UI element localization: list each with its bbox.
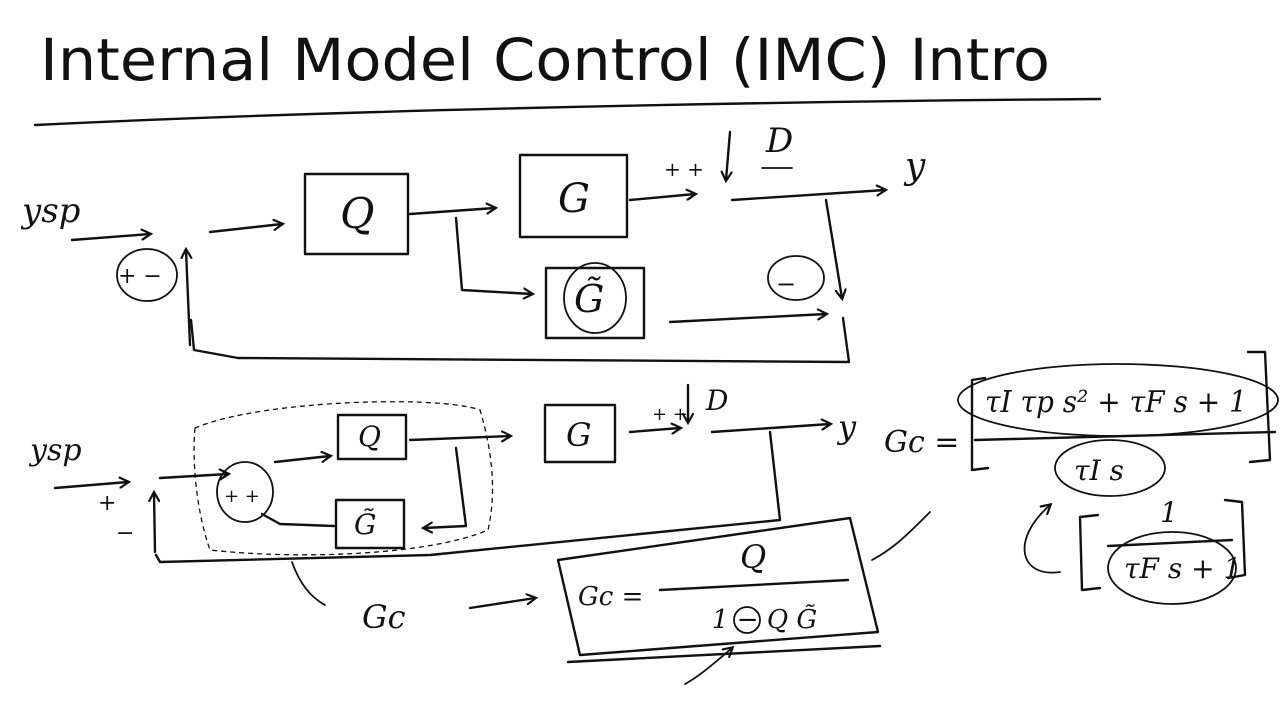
bottom-inner-sum-signs: + +: [224, 486, 260, 507]
bottom-sum-to-q-arrow: [273, 456, 330, 464]
filter-denominator-ellipse: [1107, 531, 1237, 605]
top-q-label: Q: [340, 189, 374, 238]
filter-left-bracket: [1078, 513, 1102, 592]
bottom-setpoint-label: ysp: [28, 433, 82, 468]
top-q-block: [303, 172, 410, 256]
gc-minus-pointer: [684, 648, 732, 685]
top-model-block: [544, 266, 646, 340]
page-title: Internal Model Control (IMC) Intro: [40, 26, 1050, 94]
bottom-model-to-sum: [260, 512, 336, 528]
top-process-label: G: [558, 176, 590, 222]
bottom-g-to-sum-arrow: [628, 428, 680, 432]
filter-fraction-bar: [1106, 538, 1234, 548]
rhs-numerator: τI τp s² + τF s + 1: [985, 385, 1247, 420]
top-g-to-sum-arrow: [628, 194, 695, 202]
bottom-feedback-up-arrow: [154, 493, 155, 554]
bottom-disturbance-label: D: [705, 384, 728, 417]
top-output-label: y: [903, 146, 926, 187]
gc-numerator: Q: [740, 538, 766, 576]
rhs-left-bracket: [970, 376, 990, 472]
imc-dashed-boundary: [193, 401, 494, 556]
bottom-feedback-loop: [154, 430, 782, 564]
top-sum-signs: + −: [118, 264, 162, 289]
bottom-q-block: [336, 413, 408, 461]
title-underline: [33, 97, 1102, 127]
filter-denominator: τF s + 1: [1124, 552, 1241, 585]
bottom-output-arrow: [710, 424, 830, 434]
top-feedback-up-arrow: [186, 250, 190, 347]
top-process-block: [518, 153, 629, 239]
bottom-disturbance-signs: + +: [652, 404, 688, 425]
gc-to-equation-arrow: [468, 598, 535, 610]
rhs-lhs: Gc =: [884, 425, 959, 460]
bottom-output-label: y: [836, 408, 857, 446]
bottom-q-to-g-arrow: [408, 436, 510, 440]
gc-to-rhs-curve: [871, 511, 931, 561]
gc-denominator: 1 − Q G̃: [712, 604, 817, 635]
top-subtract-junction: [767, 255, 825, 301]
filter-right-bracket: [1223, 498, 1247, 580]
bottom-model-return-arrow: [424, 446, 468, 528]
top-disturbance-arrow: [726, 130, 730, 180]
rhs-denominator-ellipse: [1054, 439, 1166, 497]
bottom-process-label: G: [566, 416, 592, 454]
top-feedback-loop: [189, 316, 851, 364]
top-disturbance-label: D: [765, 121, 793, 161]
bottom-model-block: [334, 498, 406, 550]
filter-numerator: 1: [1160, 496, 1178, 529]
gc-equation-box: [556, 516, 880, 657]
bottom-process-block: [543, 403, 617, 464]
top-output-arrow: [730, 190, 885, 202]
top-model-circle: [563, 262, 627, 334]
rhs-denominator: τI s: [1074, 454, 1124, 487]
top-disturbance-signs: + +: [664, 157, 704, 181]
bottom-setpoint-arrow: [53, 482, 128, 490]
rhs-right-bracket: [1246, 350, 1272, 464]
bottom-model-label: G̃: [354, 508, 376, 541]
gc-curve-arrow: [291, 561, 326, 606]
gc-equation-lhs: Gc =: [578, 582, 643, 612]
bottom-into-inner-sum: [158, 474, 228, 478]
bottom-q-label: Q: [358, 420, 381, 453]
top-setpoint-label: ysp: [20, 191, 80, 231]
gc-minus-circle: [733, 606, 761, 634]
bottom-plus-sign: +: [98, 491, 116, 516]
top-q-to-model-arrow: [454, 216, 532, 294]
gc-fraction-bar: [658, 578, 850, 592]
rhs-fraction-bar: [973, 430, 1277, 442]
top-output-down-arrow: [824, 198, 842, 298]
top-q-to-g-arrow: [408, 208, 495, 216]
filter-curve-arrow: [1023, 505, 1061, 574]
top-model-label: G̃: [574, 277, 604, 321]
top-summing-junction: [116, 248, 178, 302]
gc-label: Gc: [362, 598, 406, 636]
bottom-minus-sign: −: [116, 521, 134, 546]
top-model-to-sub-arrow: [668, 314, 826, 324]
top-sum-to-q-arrow: [208, 224, 282, 234]
top-setpoint-arrow: [70, 234, 150, 242]
bottom-inner-sum-junction: [216, 461, 274, 523]
top-subtract-sign: −: [776, 270, 796, 298]
